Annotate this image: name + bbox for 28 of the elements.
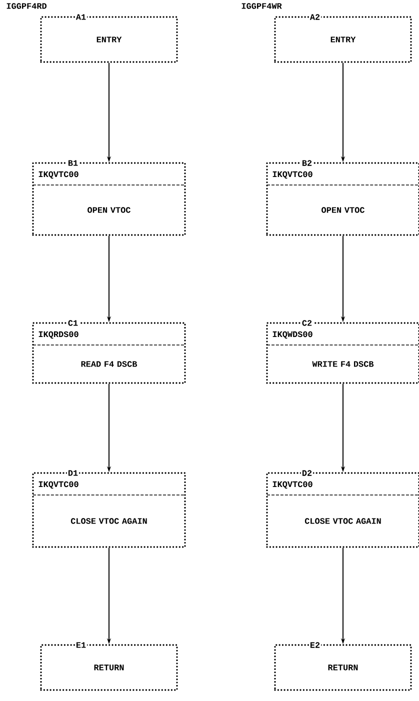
module-name: IKQWDS00 bbox=[272, 331, 312, 339]
box-text: ENTRY bbox=[96, 36, 122, 42]
box-text: OPEN VTOC bbox=[322, 207, 364, 213]
box-label: A1 bbox=[74, 13, 88, 21]
box-text: RETURN bbox=[94, 664, 124, 670]
box-text: CLOSE VTOC AGAIN bbox=[70, 518, 147, 524]
box-text: OPEN VTOC bbox=[88, 207, 130, 213]
routine-name: IGGPF4WR bbox=[242, 3, 282, 9]
box-label: B2 bbox=[300, 159, 314, 167]
box-label: C2 bbox=[300, 319, 314, 327]
module-name: IKQVTC00 bbox=[38, 481, 78, 489]
box-text: WRITE F4 DSCB bbox=[312, 361, 374, 367]
box-label: D1 bbox=[66, 469, 80, 477]
module-name: IKQRDS00 bbox=[38, 331, 78, 339]
box-label: D2 bbox=[300, 469, 314, 477]
module-name: IKQVTC00 bbox=[272, 481, 312, 489]
box-label: E2 bbox=[308, 641, 322, 649]
module-name: IKQVTC00 bbox=[272, 171, 312, 179]
routine-name: IGGPF4RD bbox=[6, 3, 46, 9]
box-label: E1 bbox=[74, 641, 88, 649]
box-label: B1 bbox=[66, 159, 80, 167]
box-text: READ F4 DSCB bbox=[81, 361, 138, 367]
module-name: IKQVTC00 bbox=[38, 171, 78, 179]
box-label: A2 bbox=[308, 13, 322, 21]
box-text: CLOSE VTOC AGAIN bbox=[304, 518, 381, 524]
box-text: RETURN bbox=[328, 664, 358, 670]
box-text: ENTRY bbox=[330, 36, 356, 42]
box-label: C1 bbox=[66, 319, 80, 327]
